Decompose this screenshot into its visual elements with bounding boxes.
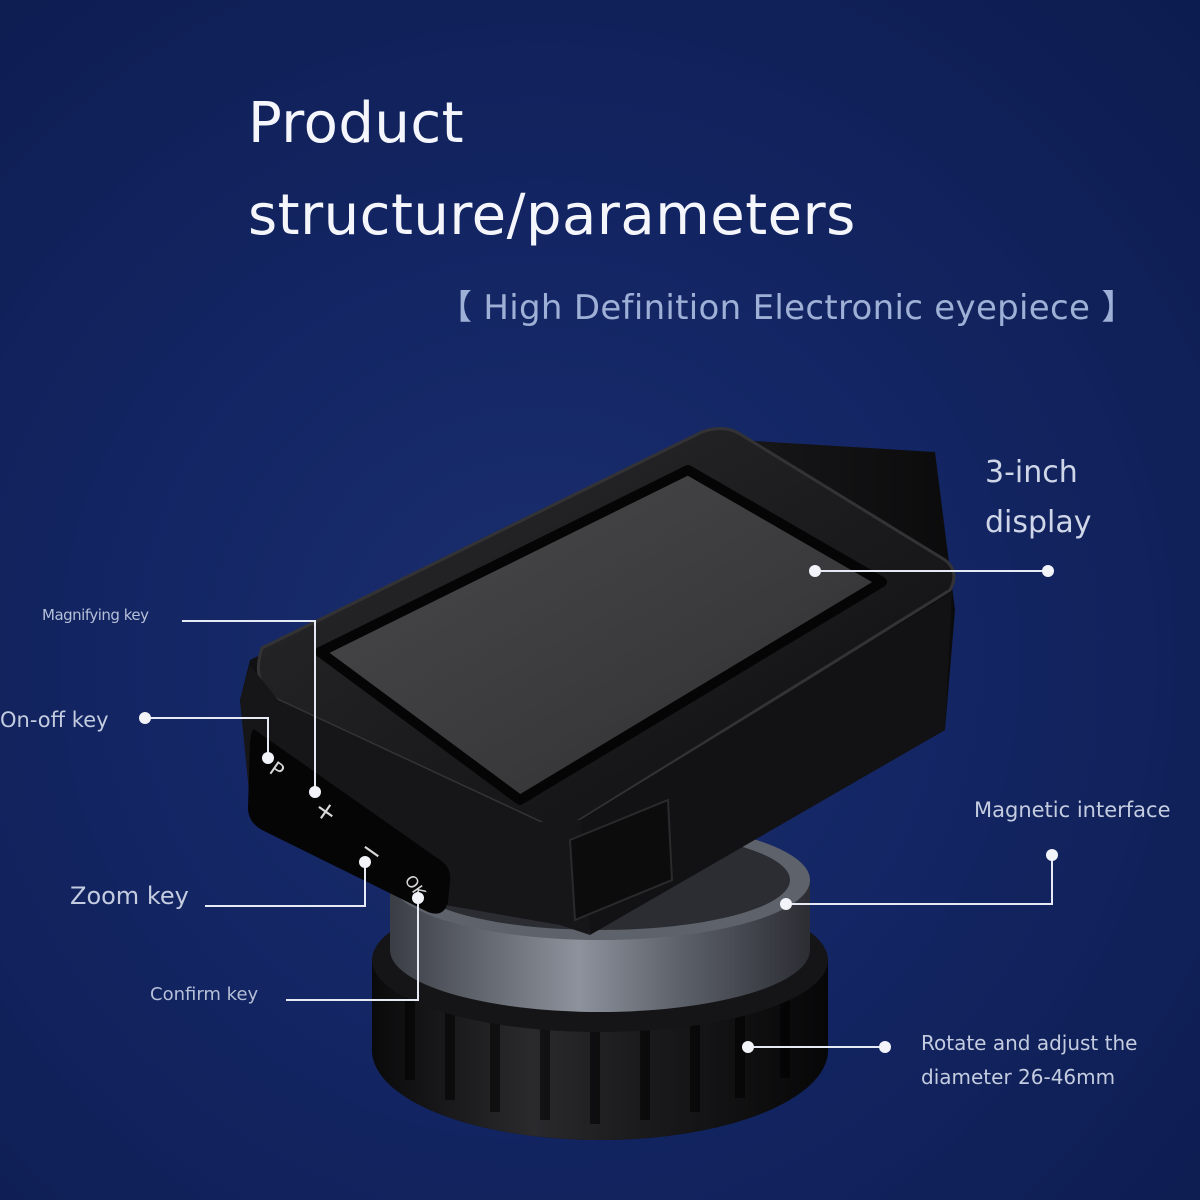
- eyepiece-body: [240, 427, 956, 935]
- callout-line-zoom: [205, 862, 366, 907]
- callout-dot: [742, 1041, 754, 1053]
- callout-zoom-key: Zoom key: [70, 882, 189, 910]
- callout-magnifying-key: Magnifying key: [42, 606, 149, 624]
- callout-dot: [879, 1041, 891, 1053]
- callout-line-onoff: [145, 717, 269, 758]
- callout-lines: [145, 570, 1053, 1048]
- callout-dot: [309, 786, 321, 798]
- callout-dot: [1042, 565, 1054, 577]
- callout-dots: [139, 565, 1058, 1053]
- callout-line-magnifying: [182, 620, 316, 792]
- callout-display-line1: 3-inch: [985, 455, 1078, 490]
- callout-rotate-line2: diameter 26-46mm: [921, 1065, 1116, 1089]
- callout-magnetic-interface: Magnetic interface: [974, 798, 1171, 822]
- title-line-1: Product: [248, 91, 465, 156]
- title-line-2: structure/parameters: [248, 183, 856, 248]
- callout-dot: [359, 856, 371, 868]
- page-subtitle: 【 High Definition Electronic eyepiece 】: [438, 288, 1136, 328]
- side-port-cover: [568, 798, 674, 922]
- callout-line-magnetic: [786, 855, 1053, 905]
- callout-on-off-key: On-off key: [0, 708, 109, 732]
- callout-display: 3-inch display: [985, 448, 1092, 548]
- callout-dot: [262, 752, 274, 764]
- display-screen: [315, 465, 887, 805]
- callout-confirm-key: Confirm key: [150, 984, 259, 1005]
- callout-rotate-line1: Rotate and adjust the: [921, 1031, 1138, 1055]
- callout-line-confirm: [286, 898, 419, 1001]
- callout-dot: [412, 892, 424, 904]
- callout-dot: [139, 712, 151, 724]
- callout-dot: [780, 898, 792, 910]
- callout-display-line2: display: [985, 505, 1092, 540]
- callout-dot: [809, 565, 821, 577]
- callout-rotate-adjust: Rotate and adjust the diameter 26-46mm: [921, 1026, 1137, 1094]
- key-panel: [248, 729, 451, 914]
- callout-dot: [1046, 849, 1058, 861]
- page-title: Product structure/parameters: [248, 78, 856, 262]
